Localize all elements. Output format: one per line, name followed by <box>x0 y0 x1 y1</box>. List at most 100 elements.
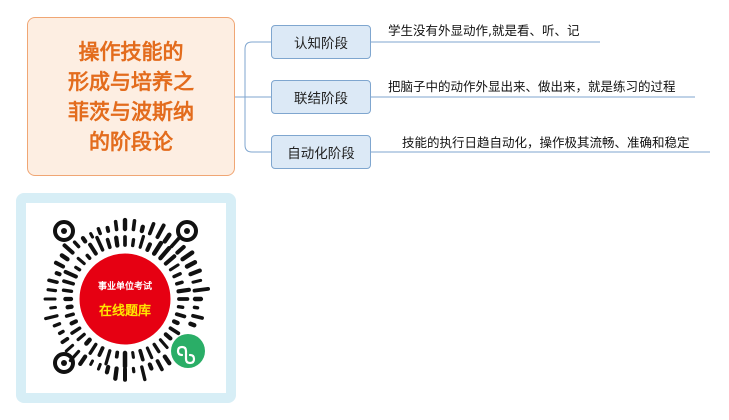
code-ray <box>139 224 145 234</box>
code-ray <box>89 232 95 239</box>
code-ray <box>191 313 204 320</box>
code-ray <box>96 362 102 371</box>
code-ray <box>46 288 58 293</box>
code-ray <box>104 349 112 366</box>
central-topic-line-1: 操作技能的 <box>78 39 184 64</box>
branch-node-autonomous[interactable]: 自动化阶段 <box>271 135 371 169</box>
code-ray <box>188 268 202 277</box>
finder-patterns <box>53 220 198 374</box>
code-ray <box>130 238 136 248</box>
code-ray <box>105 237 112 250</box>
code-ray <box>171 319 180 326</box>
connector-branch-1 <box>244 41 271 97</box>
code-ray <box>76 256 86 266</box>
code-ray <box>162 232 172 244</box>
code-ray <box>61 288 74 294</box>
code-ray <box>180 250 195 262</box>
code-ray <box>131 218 137 232</box>
branch-label-associative: 联结阶段 <box>294 91 348 107</box>
code-ray <box>192 287 211 293</box>
code-ray <box>53 260 66 269</box>
code-ray <box>151 240 164 256</box>
central-topic[interactable]: 操作技能的 形成与培养之 菲茨与波斯纳 的阶段论 <box>27 17 235 176</box>
code-ray <box>184 260 198 269</box>
code-ray <box>97 346 105 357</box>
code-ray <box>84 337 92 346</box>
code-ray <box>114 350 120 359</box>
code-ray <box>138 234 146 249</box>
central-topic-line-4: 的阶段论 <box>89 129 173 154</box>
code-ray <box>169 235 182 249</box>
qr-code[interactable]: 事业单位考试 在线题库 <box>26 203 226 393</box>
code-ray <box>163 332 173 341</box>
code-ray <box>60 336 70 345</box>
qr-center-logo <box>76 250 174 348</box>
code-ray <box>191 278 203 284</box>
mini-program-icon <box>171 334 205 368</box>
branch-description-autonomous: 技能的执行日趋自动化，操作极其流畅、准确和稳定 <box>402 135 690 150</box>
code-ray <box>140 365 147 382</box>
connector-branch-3 <box>244 97 271 153</box>
code-ray <box>52 322 62 328</box>
code-ray <box>96 227 102 236</box>
code-ray <box>64 312 75 318</box>
code-ray <box>155 223 166 239</box>
qr-label-bottom: 在线题库 <box>99 303 151 319</box>
code-ray <box>76 332 86 342</box>
code-ray <box>114 235 120 248</box>
code-ray <box>59 253 70 262</box>
code-ray <box>175 280 184 286</box>
code-ray <box>163 254 177 266</box>
code-ray <box>175 244 186 255</box>
code-ray <box>145 346 154 360</box>
code-ray <box>162 354 172 366</box>
central-topic-line-2: 形成与培养之 <box>68 69 194 94</box>
code-ray <box>54 271 62 277</box>
code-ray <box>147 222 156 236</box>
code-ray <box>147 362 154 371</box>
code-ray <box>188 321 197 328</box>
code-ray <box>104 364 111 375</box>
code-ray <box>69 319 79 326</box>
code-ray <box>176 287 191 294</box>
code-ray <box>155 359 164 372</box>
code-ray <box>88 242 98 256</box>
code-ray <box>65 304 74 310</box>
code-ray <box>88 342 98 355</box>
code-ray <box>57 329 65 336</box>
code-ray <box>131 350 135 359</box>
code-ray <box>89 359 94 366</box>
code-ray <box>172 272 182 279</box>
code-ray <box>70 326 82 335</box>
central-topic-line-3: 菲茨与波斯纳 <box>68 99 194 124</box>
code-ray <box>145 242 152 252</box>
code-ray <box>64 343 75 353</box>
code-ray <box>158 246 172 261</box>
mini-program-code: 事业单位考试 在线题库 <box>43 217 211 382</box>
branch-description-cognitive: 学生没有外显动作,就是看、听、记 <box>388 23 580 38</box>
code-ray <box>44 314 59 321</box>
central-topic-title: 操作技能的 形成与培养之 菲茨与波斯纳 的阶段论 <box>56 37 206 157</box>
code-ray <box>85 253 92 261</box>
code-ray <box>78 354 88 366</box>
code-rays <box>43 217 211 382</box>
qr-label-top: 事业单位考试 <box>98 280 152 292</box>
code-ray <box>62 243 75 255</box>
code-ray <box>168 263 180 272</box>
branch-label-cognitive: 认知阶段 <box>294 36 348 52</box>
code-ray <box>47 278 59 284</box>
code-ray <box>105 225 111 233</box>
code-ray <box>74 265 82 272</box>
branch-node-associative[interactable]: 联结阶段 <box>271 80 371 114</box>
code-ray <box>152 342 161 354</box>
branch-label-autonomous: 自动化阶段 <box>287 146 355 162</box>
code-ray <box>113 366 119 381</box>
code-ray <box>174 312 187 319</box>
code-ray <box>113 219 119 232</box>
branch-node-cognitive[interactable]: 认知阶段 <box>271 25 371 59</box>
code-ray <box>62 279 76 286</box>
code-ray <box>168 326 181 336</box>
branch-description-associative: 把脑子中的动作外显出来、做出来，就是练习的过程 <box>388 79 676 94</box>
code-ray <box>138 348 145 362</box>
code-ray <box>176 304 185 310</box>
